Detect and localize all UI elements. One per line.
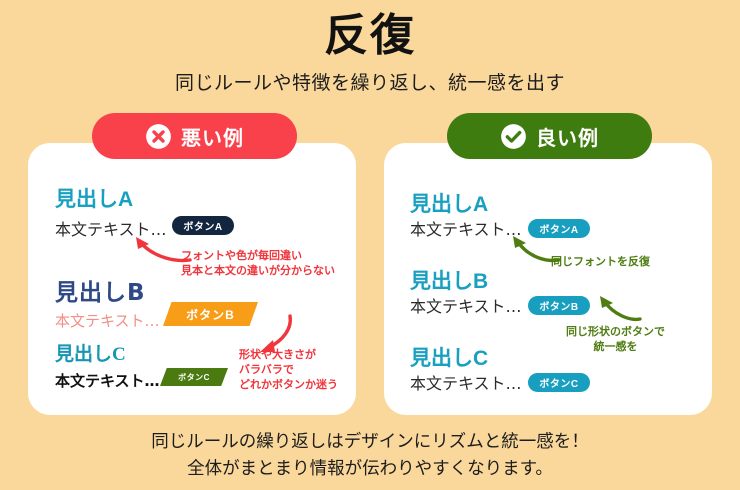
bad-row-c-body: 本文テキスト…: [55, 372, 160, 390]
good-button-c[interactable]: ボタンC: [528, 373, 590, 392]
footer-text: 同じルールの繰り返しはデザインにリズムと統一感を！ 全体がまとまり情報が伝わりや…: [0, 428, 740, 482]
bad-example-badge: 悪い例: [92, 113, 297, 159]
bad-row-b-heading: 見出しB: [55, 280, 146, 306]
good-row-b-body: 本文テキスト…: [410, 297, 522, 316]
footer-line-2: 全体がまとまり情報が伝わりやすくなります。: [187, 458, 553, 479]
good-row-a-heading: 見出しA: [410, 193, 489, 216]
good-example-badge: 良い例: [447, 113, 652, 159]
good-annotation-2: 同じ形状のボタンで 統一感を: [566, 326, 665, 353]
page-subtitle: 同じルールや特徴を繰り返し、統一感を出す: [174, 73, 565, 94]
bad-row-a-heading: 見出しA: [55, 188, 134, 211]
check-circle-icon: [501, 123, 526, 149]
good-row-c-body: 本文テキスト…: [410, 374, 522, 393]
bad-row-b-body: 本文テキスト…: [55, 312, 160, 330]
bad-row-c-heading: 見出しC: [55, 344, 126, 365]
good-row-c-heading: 見出しC: [410, 347, 489, 370]
bad-annotation-2: 形状や大きさが バラバラで どれかボタンか迷う: [239, 349, 338, 391]
footer-line-1: 同じルールの繰り返しはデザインにリズムと統一感を！: [151, 431, 589, 451]
bad-button-b[interactable]: ボタンB: [163, 302, 258, 326]
x-circle-icon: [146, 123, 171, 149]
bad-button-c[interactable]: ボタンC: [160, 368, 228, 386]
bad-button-a[interactable]: ボタンA: [172, 216, 234, 235]
good-row-a-body: 本文テキスト…: [410, 220, 522, 239]
bad-example-badge-label: 悪い例: [181, 127, 244, 150]
good-button-b[interactable]: ボタンB: [528, 296, 590, 315]
good-example-badge-label: 良い例: [536, 127, 599, 150]
good-row-b-heading: 見出しB: [410, 270, 489, 293]
page-title: 反復: [324, 11, 416, 60]
bad-row-a-body: 本文テキスト…: [55, 220, 167, 239]
good-example-card: [384, 143, 712, 415]
good-annotation-1: 同じフォントを反復: [551, 256, 650, 268]
good-button-a[interactable]: ボタンA: [528, 219, 590, 238]
bad-annotation-1: フォントや色が毎回違い 見本と本文の違いが分からない: [181, 250, 335, 277]
